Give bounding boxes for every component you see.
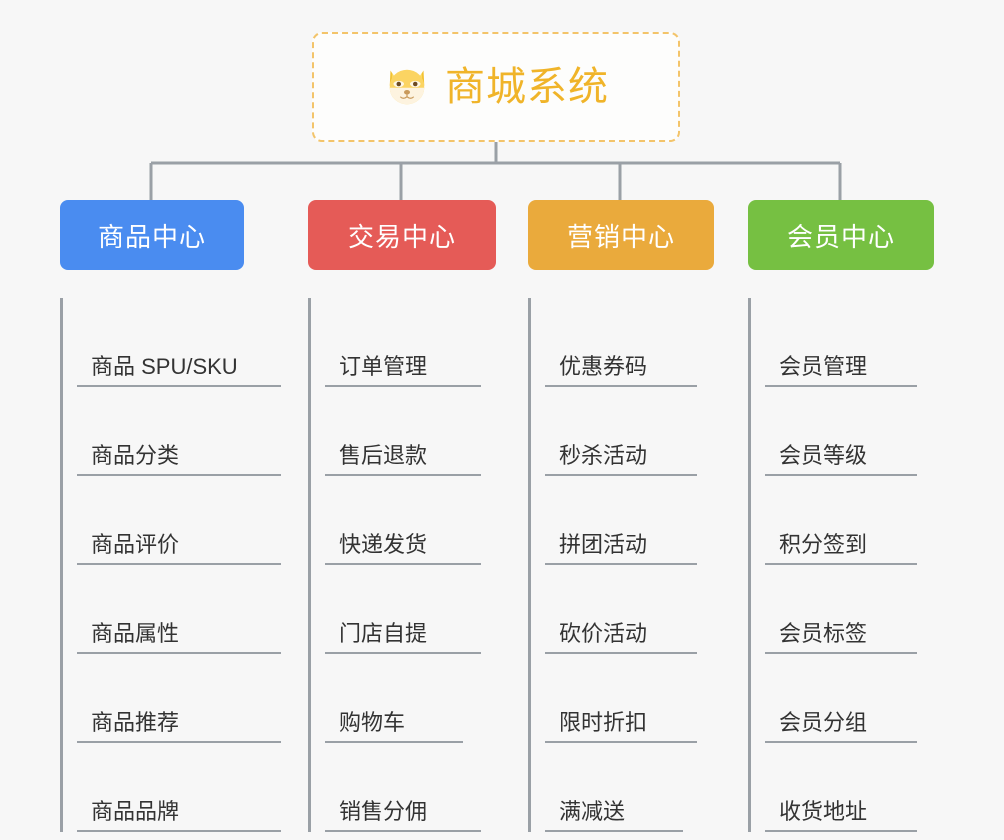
root-title: 商城系统	[445, 65, 609, 109]
category-column-product: 商品中心 商品 SPU/SKU 商品分类 商品评价 商品属性 商品推荐	[60, 200, 281, 832]
category-column-trade: 交易中心 订单管理 售后退款 快递发货 门店自提 购物车	[308, 200, 528, 832]
leaf-item[interactable]: 砍价活动	[545, 565, 697, 654]
category-header-product[interactable]: 商品中心	[60, 200, 244, 270]
leaf-list-marketing: 优惠券码 秒杀活动 拼团活动 砍价活动 限时折扣 满减送	[528, 298, 748, 832]
leaf-list-member: 会员管理 会员等级 积分签到 会员标签 会员分组 收货地址	[748, 298, 968, 832]
category-header-member[interactable]: 会员中心	[748, 200, 934, 270]
leaf-item[interactable]: 秒杀活动	[545, 387, 697, 476]
leaf-label: 秒杀活动	[559, 442, 648, 468]
leaf-label: 商品 SPU/SKU	[91, 353, 238, 379]
leaf-item[interactable]: 商品品牌	[77, 743, 281, 832]
category-label: 会员中心	[786, 221, 895, 252]
leaf-label: 商品分类	[91, 442, 180, 468]
leaf-item[interactable]: 收货地址	[765, 743, 917, 832]
leaf-label: 会员标签	[779, 620, 868, 646]
leaf-item[interactable]: 订单管理	[325, 298, 481, 387]
leaf-label: 门店自提	[339, 620, 428, 646]
leaf-item[interactable]: 商品分类	[77, 387, 281, 476]
leaf-label: 优惠券码	[559, 353, 648, 379]
leaf-item[interactable]: 会员等级	[765, 387, 917, 476]
leaf-label: 满减送	[559, 798, 626, 824]
leaf-label: 商品属性	[91, 620, 180, 646]
leaf-label: 拼团活动	[559, 531, 648, 557]
leaf-item[interactable]: 积分签到	[765, 476, 917, 565]
leaf-item[interactable]: 门店自提	[325, 565, 481, 654]
leaf-item[interactable]: 满减送	[545, 743, 683, 832]
leaf-item[interactable]: 商品 SPU/SKU	[77, 298, 281, 387]
leaf-list-trade: 订单管理 售后退款 快递发货 门店自提 购物车 销售分佣	[308, 298, 528, 832]
leaf-label: 售后退款	[339, 442, 428, 468]
leaf-label: 积分签到	[779, 531, 868, 557]
category-column-marketing: 营销中心 优惠券码 秒杀活动 拼团活动 砍价活动 限时折扣	[528, 200, 748, 832]
leaf-label: 限时折扣	[559, 709, 648, 735]
leaf-label: 砍价活动	[559, 620, 648, 646]
leaf-item[interactable]: 拼团活动	[545, 476, 697, 565]
leaf-label: 会员等级	[779, 442, 868, 468]
leaf-label: 快递发货	[339, 531, 428, 557]
leaf-item[interactable]: 售后退款	[325, 387, 481, 476]
category-label: 交易中心	[347, 221, 456, 252]
leaf-label: 会员管理	[779, 353, 868, 379]
shiba-dog-emoji	[389, 69, 425, 105]
leaf-label: 商品推荐	[91, 709, 180, 735]
leaf-item[interactable]: 商品评价	[77, 476, 281, 565]
category-column-member: 会员中心 会员管理 会员等级 积分签到 会员标签 会员分组	[748, 200, 968, 832]
category-label: 营销中心	[566, 221, 675, 252]
category-label: 商品中心	[97, 221, 206, 252]
leaf-label: 收货地址	[779, 798, 868, 824]
leaf-item[interactable]: 购物车	[325, 654, 463, 743]
leaf-item[interactable]: 会员管理	[765, 298, 917, 387]
leaf-item[interactable]: 快递发货	[325, 476, 481, 565]
leaf-label: 商品品牌	[91, 798, 180, 824]
leaf-item[interactable]: 商品推荐	[77, 654, 281, 743]
leaf-label: 会员分组	[779, 709, 868, 735]
leaf-item[interactable]: 优惠券码	[545, 298, 697, 387]
leaf-list-product: 商品 SPU/SKU 商品分类 商品评价 商品属性 商品推荐 商品品牌	[60, 298, 281, 832]
category-columns: 商品中心 商品 SPU/SKU 商品分类 商品评价 商品属性 商品推荐	[0, 200, 1004, 840]
root-node[interactable]: 商城系统	[312, 32, 680, 142]
leaf-label: 商品评价	[91, 531, 180, 557]
leaf-item[interactable]: 商品属性	[77, 565, 281, 654]
category-header-marketing[interactable]: 营销中心	[528, 200, 714, 270]
category-header-trade[interactable]: 交易中心	[308, 200, 496, 270]
leaf-item[interactable]: 限时折扣	[545, 654, 697, 743]
leaf-item[interactable]: 销售分佣	[325, 743, 481, 832]
leaf-item[interactable]: 会员标签	[765, 565, 917, 654]
leaf-label: 购物车	[339, 709, 406, 735]
leaf-item[interactable]: 会员分组	[765, 654, 917, 743]
leaf-label: 销售分佣	[339, 798, 428, 824]
leaf-label: 订单管理	[339, 353, 428, 379]
